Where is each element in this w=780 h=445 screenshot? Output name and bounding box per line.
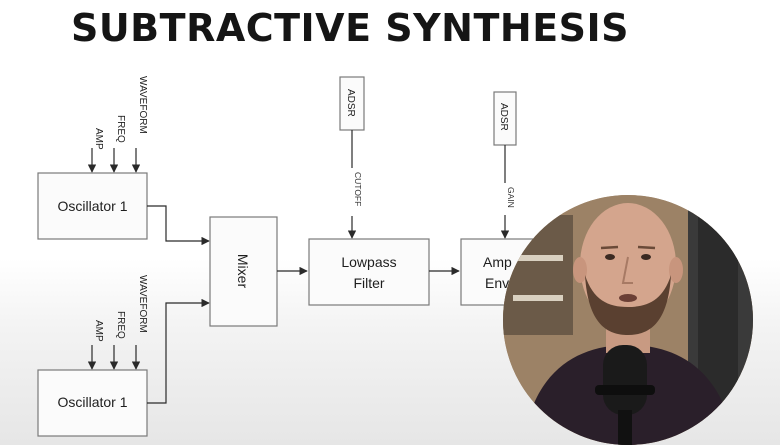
filter-label-line1: Lowpass	[341, 254, 396, 270]
osc2-waveform-label: WAVEFORM	[137, 275, 148, 333]
osc1-input-waveform: WAVEFORM	[131, 76, 148, 173]
osc1-waveform-label: WAVEFORM	[137, 76, 148, 134]
amp-gain-label: GAIN	[506, 187, 516, 208]
presenter-webcam	[503, 195, 753, 445]
filter-cutoff-label: CUTOFF	[353, 172, 363, 206]
mixer-box	[209, 216, 278, 327]
oscillator-1-label: Oscillator 1	[57, 198, 127, 214]
osc2-to-mixer-arrow	[147, 298, 210, 404]
lowpass-filter-box	[308, 238, 430, 306]
osc1-freq-label: FREQ	[115, 115, 126, 143]
oscillator-2-label: Oscillator 1	[57, 394, 127, 410]
osc2-input-freq: FREQ	[109, 311, 126, 370]
filter-adsr-box	[339, 76, 365, 131]
amp-label-line2: Env	[485, 275, 509, 291]
oscillator-2-box	[37, 369, 148, 437]
slide-title: SUBTRACTIVE SYNTHESIS	[70, 6, 630, 50]
presenter-image	[503, 195, 753, 445]
amp-adsr-label: ADSR	[498, 103, 509, 131]
osc1-to-mixer-arrow	[147, 205, 210, 246]
osc2-freq-label: FREQ	[115, 311, 126, 339]
mixer-label: Mixer	[235, 254, 251, 289]
osc2-input-waveform: WAVEFORM	[131, 275, 148, 370]
osc1-amp-label: AMP	[93, 128, 104, 150]
osc1-input-freq: FREQ	[109, 115, 126, 173]
filter-adsr-label: ADSR	[345, 89, 356, 117]
amp-label-line1: Amp	[483, 254, 512, 270]
osc2-input-amp: AMP	[87, 320, 104, 370]
osc2-amp-label: AMP	[93, 320, 104, 342]
filter-label-line2: Filter	[353, 275, 384, 291]
osc1-input-amp: AMP	[87, 128, 104, 173]
